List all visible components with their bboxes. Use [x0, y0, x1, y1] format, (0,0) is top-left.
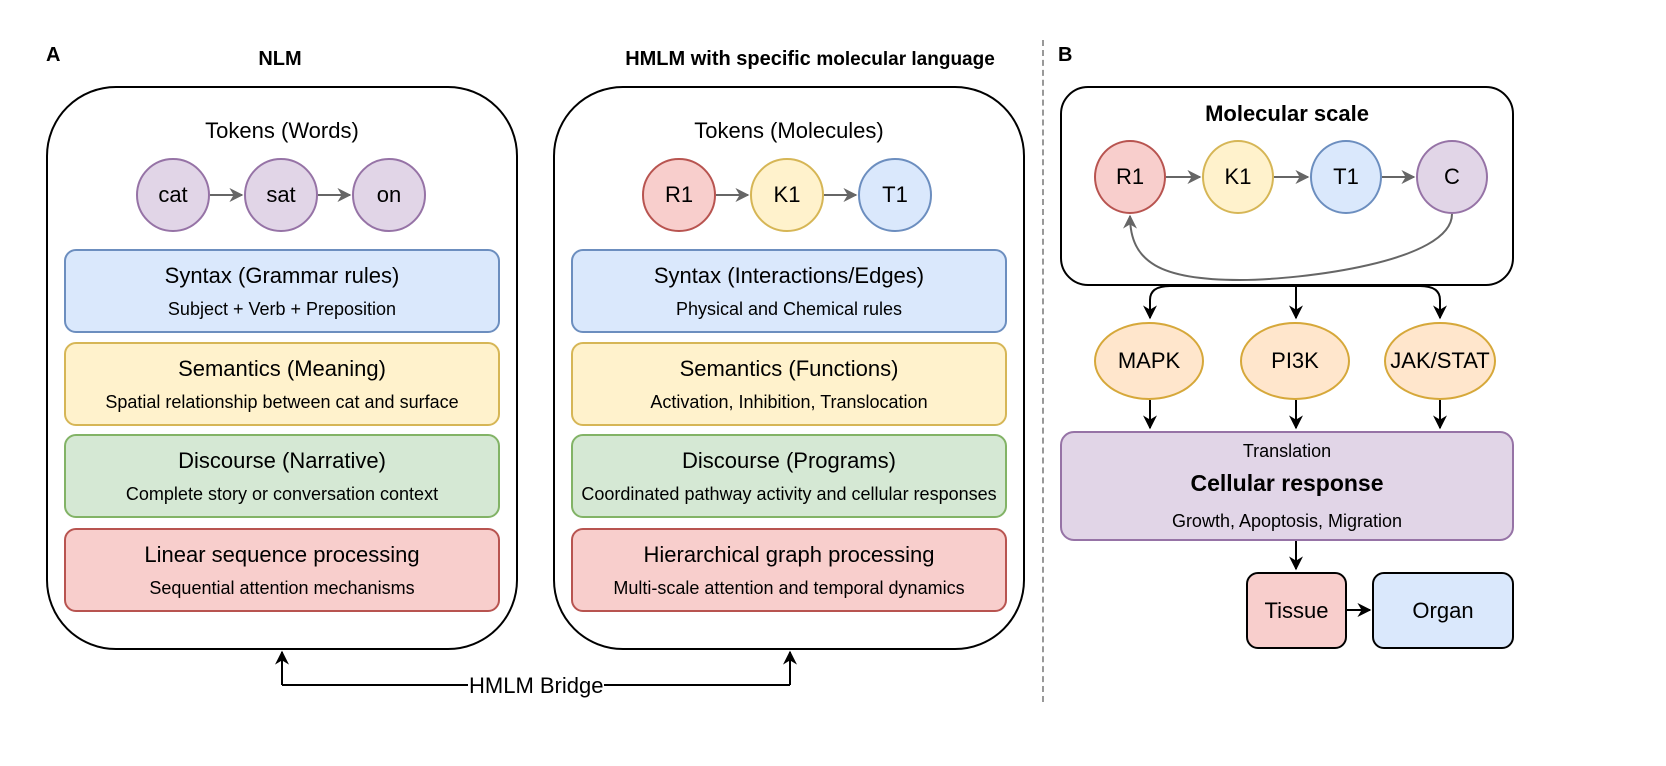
cellular-response-box: Translation Cellular response Growth, Ap…: [1060, 431, 1514, 541]
layer-subtitle: Coordinated pathway activity and cellula…: [581, 483, 997, 504]
cellular-response-title: Cellular response: [1190, 469, 1384, 496]
layer-title: Discourse (Programs): [682, 447, 896, 473]
molecule-node-r1: R1: [642, 158, 716, 232]
molecule-node-t1: T1: [858, 158, 932, 232]
nlm-layer-processing: Linear sequence processing Sequential at…: [64, 528, 500, 612]
pathway-jak-stat: JAK/STAT: [1384, 322, 1496, 400]
nlm-tokens-title: Tokens (Words): [205, 118, 359, 143]
hmlm-layer-processing: Hierarchical graph processing Multi-scal…: [571, 528, 1007, 612]
token-node: on: [352, 158, 426, 232]
hmlm-title-main: HMLM with specific: [625, 48, 811, 70]
organ-box: Organ: [1372, 572, 1514, 649]
molecule-node-c: C: [1416, 140, 1488, 214]
molecule-node-r1: R1: [1094, 140, 1166, 214]
cellular-response-subtitle: Growth, Apoptosis, Migration: [1171, 510, 1403, 531]
layer-title: Syntax (Interactions/Edges): [653, 262, 925, 288]
hmlm-title-rest: molecular language: [816, 49, 995, 70]
molecular-scale-title: Molecular scale: [1205, 101, 1369, 126]
layer-subtitle: Sequential attention mechanisms: [149, 577, 415, 598]
token-node: cat: [136, 158, 210, 232]
layer-title: Hierarchical graph processing: [643, 541, 935, 567]
panel-a-label: A: [46, 44, 61, 66]
panel-divider: [1042, 40, 1044, 702]
pathway-pi3k: PI3K: [1240, 322, 1350, 400]
hmlm-title: HMLM with specific molecular language: [570, 48, 1050, 71]
hmlm-tokens-title: Tokens (Molecules): [694, 118, 884, 143]
token-node: sat: [244, 158, 318, 232]
layer-subtitle: Spatial relationship between cat and sur…: [105, 391, 459, 412]
layer-title: Semantics (Functions): [679, 355, 899, 381]
molecule-node-t1: T1: [1310, 140, 1382, 214]
layer-subtitle: Complete story or conversation context: [125, 483, 439, 504]
layer-subtitle: Subject + Verb + Preposition: [167, 298, 397, 319]
translation-label: Translation: [1242, 440, 1332, 461]
nlm-layer-discourse: Discourse (Narrative) Complete story or …: [64, 434, 500, 518]
hmlm-layer-syntax: Syntax (Interactions/Edges) Physical and…: [571, 249, 1007, 333]
hmlm-layer-discourse: Discourse (Programs) Coordinated pathway…: [571, 434, 1007, 518]
hmlm-layer-semantics: Semantics (Functions) Activation, Inhibi…: [571, 342, 1007, 426]
layer-subtitle: Multi-scale attention and temporal dynam…: [613, 577, 965, 598]
pathway-mapk: MAPK: [1094, 322, 1204, 400]
nlm-layer-semantics: Semantics (Meaning) Spatial relationship…: [64, 342, 500, 426]
pathway-arrow: [1296, 285, 1447, 320]
layer-subtitle: Physical and Chemical rules: [675, 298, 903, 319]
molecule-node-k1: K1: [750, 158, 824, 232]
layer-title: Semantics (Meaning): [178, 355, 386, 381]
layer-subtitle: Activation, Inhibition, Translocation: [650, 391, 928, 412]
molecule-node-k1: K1: [1202, 140, 1274, 214]
tissue-box: Tissue: [1246, 572, 1347, 649]
layer-title: Linear sequence processing: [144, 541, 420, 567]
layer-title: Discourse (Narrative): [178, 447, 386, 473]
pathway-arrow: [1143, 285, 1296, 320]
nlm-title: NLM: [258, 48, 302, 70]
panel-b-label: B: [1058, 44, 1073, 66]
nlm-layer-syntax: Syntax (Grammar rules) Subject + Verb + …: [64, 249, 500, 333]
hmlm-bridge-label: HMLM Bridge: [468, 673, 605, 699]
layer-title: Syntax (Grammar rules): [164, 262, 400, 288]
